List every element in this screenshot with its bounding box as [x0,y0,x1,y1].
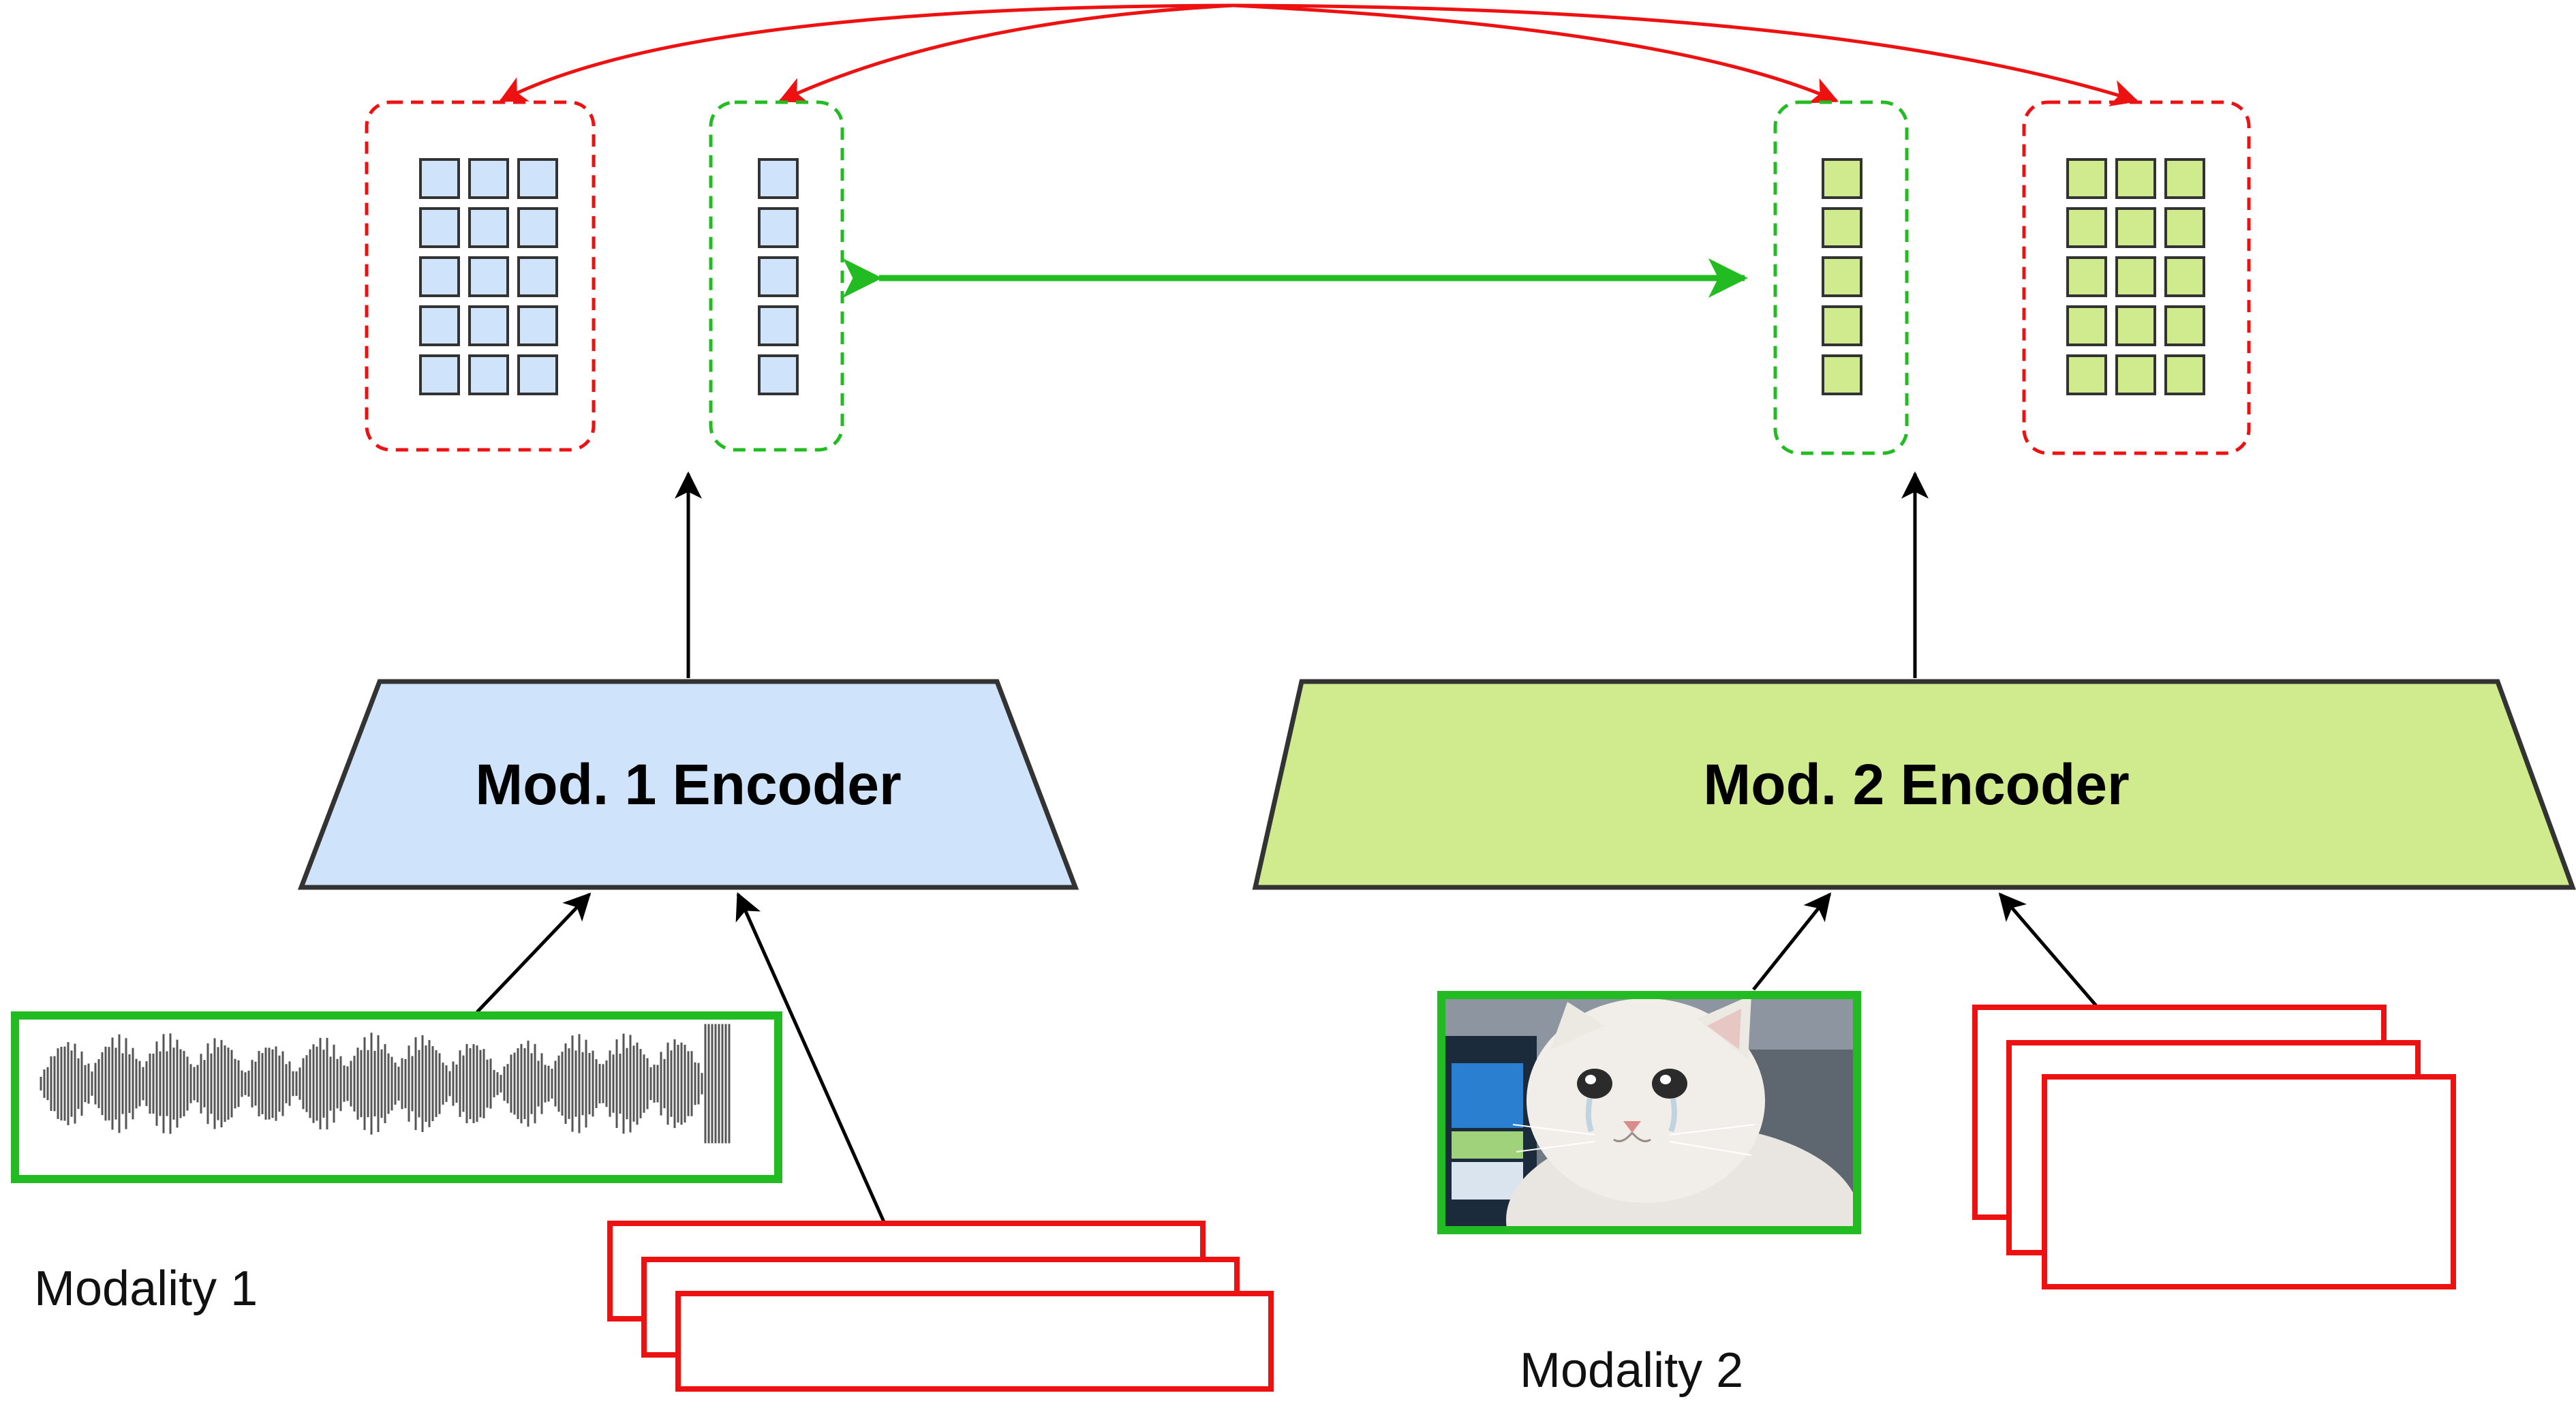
mod2-photo-input [1437,991,1861,1234]
feature-cell [2164,354,2205,395]
red-arrow-outer-left [499,3,1234,103]
mod1-encoder: Mod. 1 Encoder [297,679,1079,890]
feature-cell [468,305,509,346]
feature-cell [419,305,460,346]
feature-cell [1822,256,1862,297]
feature-cell [419,207,460,248]
feature-cell [517,354,558,395]
feature-cell [1822,354,1862,395]
red-arrow-inner-right [1233,3,1839,104]
mod2-encoder: Mod. 2 Encoder [1252,679,2576,890]
feature-cell [2115,158,2156,199]
feature-cell [2066,256,2107,297]
mod1-input-stack [607,1221,1274,1392]
mod2-token-box [2022,100,2251,455]
waveform-to-encoder-arrow [476,892,592,1013]
mod2-token-grid [2066,158,2205,395]
feature-cell [758,207,799,248]
feature-cell [517,207,558,248]
modality-2-label: Modality 2 [1520,1343,1743,1398]
feature-cell [2115,354,2156,395]
feature-cell [468,207,509,248]
modality-1-label: Modality 1 [34,1262,258,1316]
cat-eye-left [1577,1069,1612,1099]
crying-cat-photo [1441,995,1857,1230]
feature-cell [517,158,558,199]
mod2-global-feature [1773,100,1909,455]
cat-ear-left [1550,1002,1605,1050]
mod1-token-features [365,100,596,452]
mod1-encoder-shape [297,679,1079,890]
feature-cell [758,256,799,297]
audio-waveform-icon [40,1024,731,1144]
cat-eye-right [1652,1069,1687,1099]
photo-frame [1437,991,1861,1234]
mod2-global-box [1773,100,1909,455]
mod2-input-stack [1972,1005,2456,1289]
feature-cell [2066,158,2107,199]
feature-cell [2164,207,2205,248]
mod1-global-box [709,100,844,452]
feature-cell [758,158,799,199]
feature-cell [419,354,460,395]
feature-cell [2066,305,2107,346]
mod1-global-feature [709,100,844,452]
red-arrow-outer-right [1233,3,2139,106]
feature-cell [468,256,509,297]
mod1-encoder-label: Mod. 1 Encoder [475,752,901,816]
feature-cell [517,256,558,297]
feature-cell [2115,207,2156,248]
feature-cell [517,305,558,346]
local-alignment-arrows [499,3,2139,106]
feature-cell [2164,158,2205,199]
feature-cell [1822,305,1862,346]
cat-nose [1623,1121,1641,1133]
mod1-token-grid [419,158,558,395]
feature-cell [758,354,799,395]
cat-head [1527,998,1765,1203]
feature-cell [419,158,460,199]
stack2-to-encoder-arrow [1998,892,2099,1009]
mod2-token-features [2022,100,2251,455]
feature-cell [1822,158,1862,199]
red-arrow-inner-left [778,3,1234,103]
stack1-to-encoder-arrow [735,891,887,1225]
feature-cell [2164,305,2205,346]
mod1-waveform-input [11,1011,782,1183]
feature-cell [2066,354,2107,395]
mod2-stack-card-3 [2042,1074,2456,1289]
feature-cell [419,256,460,297]
feature-cell [2164,256,2205,297]
mod1-global-column [758,158,799,395]
mod1-token-box [365,100,596,452]
mod1-stack-card-3 [675,1291,1274,1392]
feature-cell [468,354,509,395]
feature-cell [758,305,799,346]
mod2-encoder-label: Mod. 2 Encoder [1703,752,2129,816]
feature-cell [468,158,509,199]
feature-cell [1822,207,1862,248]
feature-cell [2115,256,2156,297]
feature-cell [2066,207,2107,248]
feature-cell [2115,305,2156,346]
photo-to-encoder-arrow [1752,892,1832,991]
mod2-encoder-shape [1252,679,2576,890]
mod2-global-column [1822,158,1862,395]
